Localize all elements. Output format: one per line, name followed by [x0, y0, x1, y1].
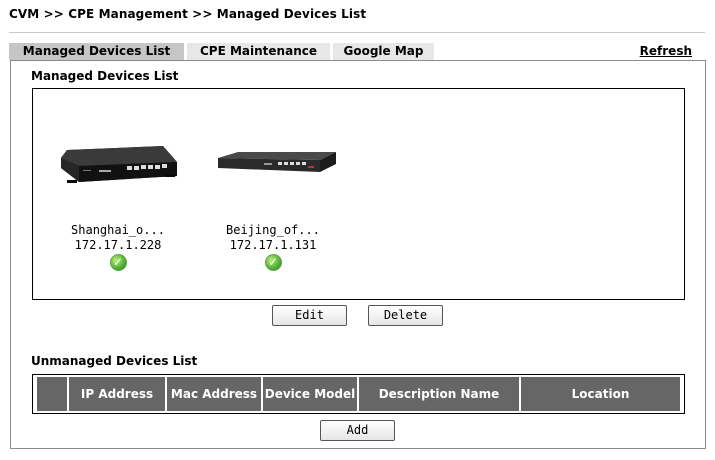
managed-devices-title: Managed Devices List [31, 69, 179, 83]
tab-bar: Managed Devices List CPE Maintenance Goo… [9, 43, 434, 60]
device-name: Beijing_of... [226, 223, 320, 237]
unmanaged-devices-table: IP Address Mac Address Device Model Desc… [32, 374, 685, 414]
column-header-description-name: Description Name [359, 377, 519, 411]
device-ip: 172.17.1.228 [74, 238, 162, 252]
unmanaged-devices-title: Unmanaged Devices List [31, 354, 198, 368]
header-divider [9, 32, 705, 33]
column-header-device-model: Device Model [263, 377, 357, 411]
managed-devices-area: Shanghai_o... 172.17.1.228 ✓ [32, 88, 685, 300]
delete-button[interactable]: Delete [368, 305, 443, 326]
router-image [48, 124, 188, 210]
refresh-link[interactable]: Refresh [639, 44, 692, 58]
device-item[interactable]: Shanghai_o... 172.17.1.228 ✓ [48, 124, 188, 271]
tab-google-map[interactable]: Google Map [333, 43, 434, 60]
edit-button[interactable]: Edit [272, 305, 347, 326]
column-header-select [37, 377, 67, 411]
content-panel: Managed Devices List [10, 60, 706, 449]
online-check-icon: ✓ [109, 254, 127, 271]
column-header-location: Location [521, 377, 680, 411]
table-header-row: IP Address Mac Address Device Model Desc… [37, 377, 680, 411]
device-ip: 172.17.1.131 [229, 238, 317, 252]
breadcrumb: CVM >> CPE Management >> Managed Devices… [9, 7, 367, 21]
add-button[interactable]: Add [320, 420, 395, 441]
router-image [203, 124, 343, 210]
tab-cpe-maintenance[interactable]: CPE Maintenance [187, 43, 333, 60]
column-header-mac-address: Mac Address [167, 377, 261, 411]
online-check-icon: ✓ [264, 254, 282, 271]
device-item[interactable]: Beijing_of... 172.17.1.131 ✓ [203, 124, 343, 271]
tab-managed-devices-list[interactable]: Managed Devices List [9, 43, 187, 60]
column-header-ip-address: IP Address [69, 377, 165, 411]
device-name: Shanghai_o... [71, 223, 165, 237]
